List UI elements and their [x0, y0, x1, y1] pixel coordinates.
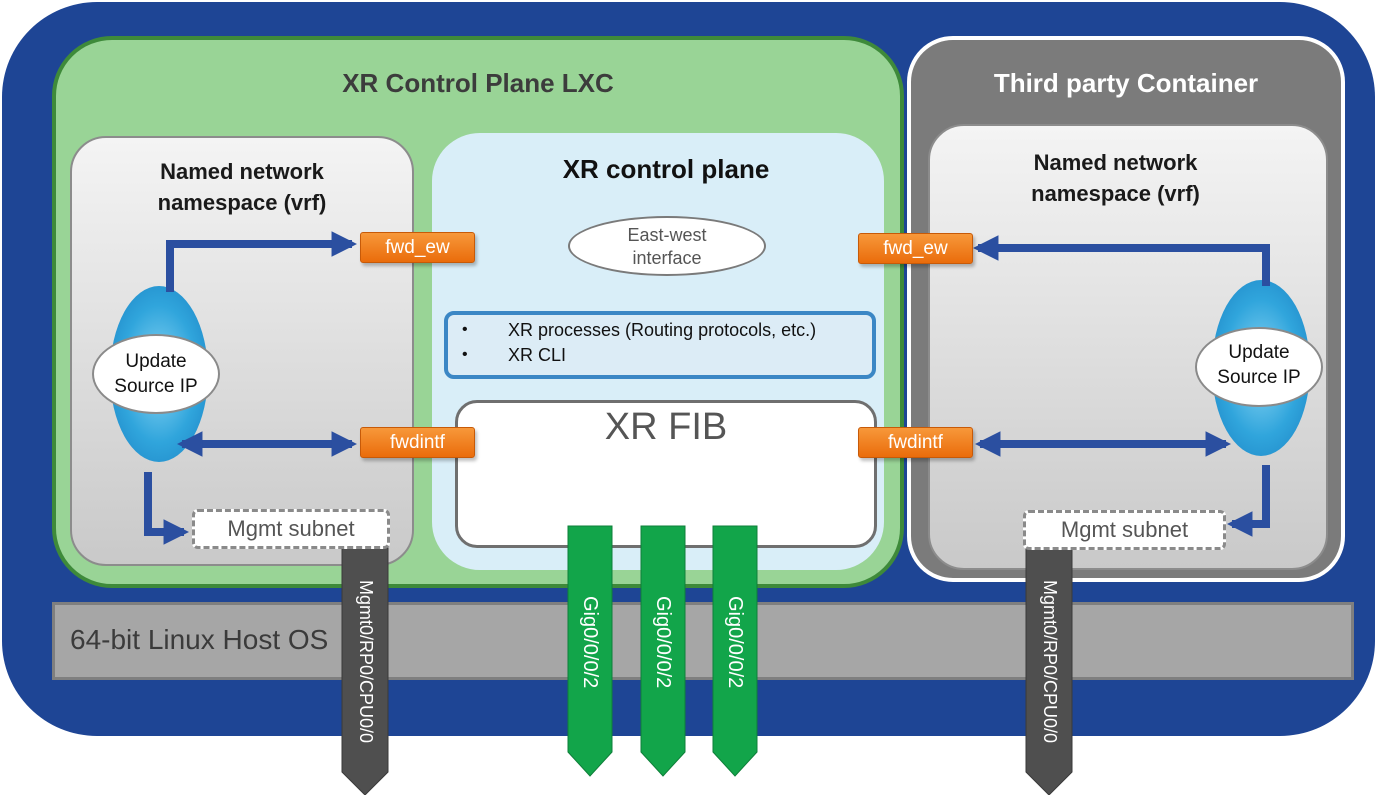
right-namespace-line1: Named network	[1033, 150, 1198, 175]
process-bullet: •	[462, 321, 468, 338]
left-update-label: Update Source IP	[92, 349, 220, 399]
left-namespace-title: Named network namespace (vrf)	[70, 156, 414, 218]
gig-port-1-label: Gig0/0/0/2	[579, 596, 601, 689]
process-item: XR CLI	[508, 345, 567, 365]
host-os-label: 64-bit Linux Host OS	[70, 624, 329, 655]
right-namespace-title: Named network namespace (vrf)	[928, 147, 1303, 209]
right-fwd-ew-arrow	[972, 235, 1270, 286]
gig-port-1	[567, 525, 613, 777]
gig-port-2	[640, 525, 686, 777]
east-west-line1: East-west	[627, 225, 707, 245]
left-update-line2: Source IP	[114, 376, 198, 397]
right-namespace-line2: namespace (vrf)	[1031, 181, 1200, 206]
xr-lxc-title: XR Control Plane LXC	[342, 68, 614, 98]
right-update-source-ip	[1195, 327, 1323, 407]
gig-port-2-label: Gig0/0/0/2	[652, 596, 674, 689]
gig-port-3-label: Gig0/0/0/2	[724, 596, 746, 689]
process-item: XR processes (Routing protocols, etc.)	[508, 320, 817, 340]
process-bullet: •	[462, 346, 468, 363]
east-west-interface	[568, 216, 766, 276]
left-update-line1: Update	[125, 351, 187, 372]
xr-fib-label: XR FIB	[604, 406, 728, 448]
right-update-label: Update Source IP	[1195, 340, 1323, 390]
xr-control-plane-title: XR control plane	[562, 154, 770, 184]
left-update-source-ip	[92, 334, 220, 414]
xr-processes-box	[444, 311, 876, 379]
left-mgmt-port-label: Mgmt0/RP0/CPU0/0	[356, 580, 376, 744]
third-party-title: Third party Container	[993, 68, 1259, 98]
left-namespace-line2: namespace (vrf)	[157, 190, 327, 215]
left-fwdintf-badge: fwdintf	[360, 427, 475, 458]
right-mgmt-subnet: Mgmt subnet	[1023, 510, 1226, 550]
left-fwd-ew-arrow	[166, 231, 358, 292]
right-update-line1: Update	[1228, 342, 1290, 363]
host-os-bar	[52, 602, 1354, 680]
right-mgmt-arrow	[1226, 465, 1270, 537]
east-west-label: East-west interface	[568, 224, 766, 270]
left-mgmt-subnet: Mgmt subnet	[192, 509, 390, 549]
right-fwd-ew-badge: fwd_ew	[858, 233, 973, 264]
left-fwd-ew-badge: fwd_ew	[360, 232, 475, 263]
east-west-line2: interface	[632, 248, 702, 268]
gig-port-3	[712, 525, 758, 777]
right-update-line2: Source IP	[1217, 367, 1301, 388]
xr-fib-box	[455, 400, 877, 548]
left-namespace-line1: Named network	[160, 159, 324, 184]
left-mgmt-arrow	[144, 472, 190, 545]
right-fwdintf-badge: fwdintf	[858, 427, 973, 458]
right-mgmt-port-label: Mgmt0/RP0/CPU0/0	[1040, 580, 1060, 744]
